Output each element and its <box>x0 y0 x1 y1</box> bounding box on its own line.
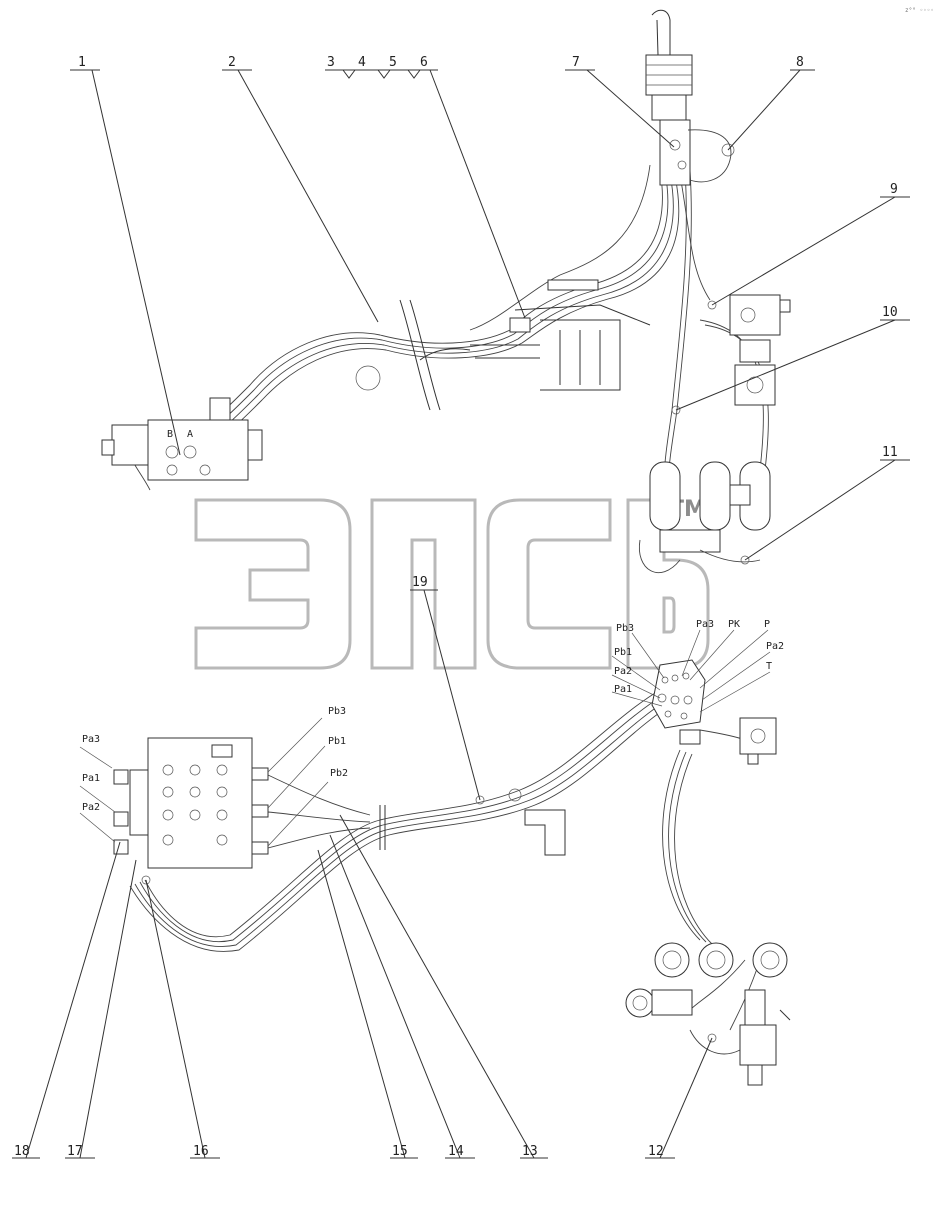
block-port-labels: Pb3 Pa3 PK P Pb1 Pa2 Pa2 T Pa1 <box>614 619 784 695</box>
port-label: Pa2 <box>614 666 632 677</box>
port-label: Pb3 <box>328 706 346 717</box>
port-label: Pb1 <box>328 736 346 747</box>
accumulators <box>638 461 771 573</box>
leader-lines <box>12 69 910 1159</box>
callout-19: 19 <box>412 575 428 590</box>
lower-right-valves <box>625 942 791 1086</box>
port-label: T <box>766 661 772 672</box>
port-label: Pb2 <box>330 768 348 779</box>
callout-17: 17 <box>67 1144 83 1159</box>
callout-10: 10 <box>882 305 898 320</box>
hose-bracket <box>379 788 566 856</box>
callout-9: 9 <box>890 182 898 197</box>
frame-bracket <box>355 279 651 411</box>
port-label: Pa1 <box>82 773 100 784</box>
callout-18: 18 <box>14 1144 30 1159</box>
port-label: Pb3 <box>616 623 634 634</box>
corner-mark: z°° ◦◦◦◦ <box>905 7 934 14</box>
distribution-block <box>651 659 777 765</box>
valve-port-a: A <box>187 429 193 440</box>
port-label: PK <box>728 619 740 630</box>
port-label: Pa2 <box>766 641 784 652</box>
upper-control-valve <box>147 419 249 481</box>
valve-port-labels: Pa3 Pa1 Pa2 Pb3 Pb1 Pb2 <box>82 706 348 813</box>
port-label: P <box>764 619 770 630</box>
hose-bundles <box>123 164 769 1055</box>
callout-12: 12 <box>648 1144 664 1159</box>
port-label: Pb1 <box>614 647 632 658</box>
callout-2: 2 <box>228 55 236 70</box>
callout-13: 13 <box>522 1144 538 1159</box>
port-label: Pa3 <box>696 619 714 630</box>
callout-1: 1 <box>78 55 86 70</box>
callout-8: 8 <box>796 55 804 70</box>
components: B A <box>101 9 791 1086</box>
joystick <box>645 9 735 186</box>
port-label: Pa3 <box>82 734 100 745</box>
callout-16: 16 <box>193 1144 209 1159</box>
watermark: TM <box>194 497 710 670</box>
callout-labels: 1 2 3 4 5 6 7 8 9 10 11 12 13 14 15 16 1… <box>14 55 898 1159</box>
callout-14: 14 <box>448 1144 464 1159</box>
callout-6: 6 <box>420 55 428 70</box>
port-label: Pa1 <box>614 684 632 695</box>
lower-control-valve <box>113 737 269 885</box>
callout-11: 11 <box>882 445 898 460</box>
callout-5: 5 <box>389 55 397 70</box>
callout-3: 3 <box>327 55 335 70</box>
right-valves <box>671 294 791 415</box>
port-label: Pa2 <box>82 802 100 813</box>
callout-4: 4 <box>358 55 366 70</box>
callout-7: 7 <box>572 55 580 70</box>
valve-port-b: B <box>167 429 173 440</box>
callout-15: 15 <box>392 1144 408 1159</box>
